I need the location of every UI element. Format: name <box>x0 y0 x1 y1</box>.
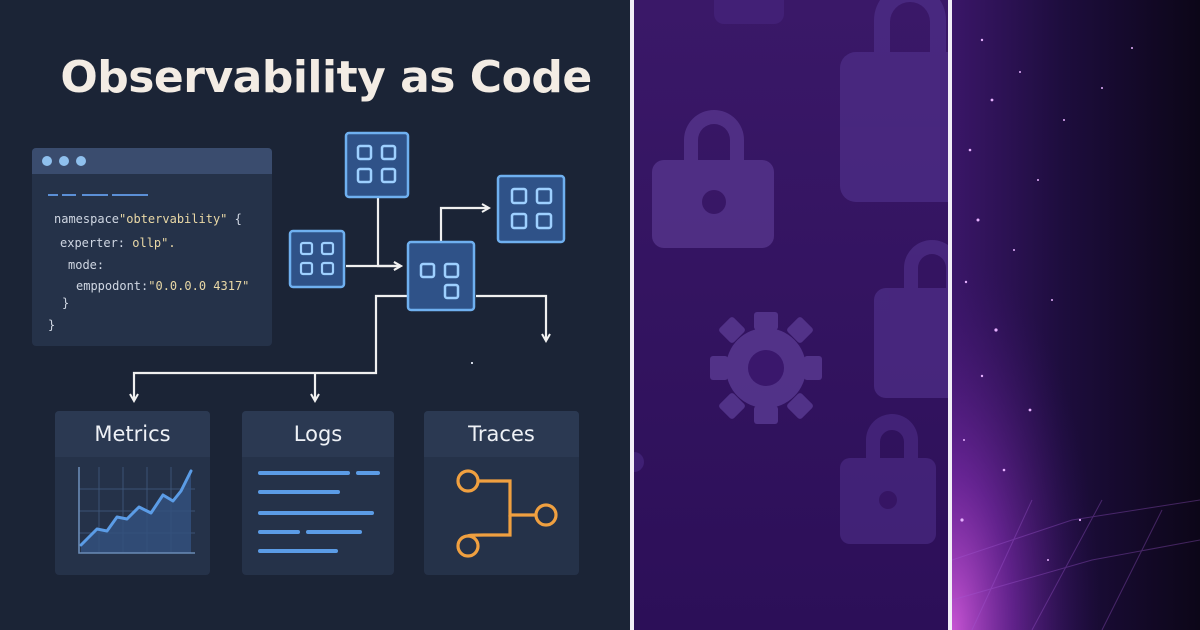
code-line: } <box>62 296 70 310</box>
flow-arrows <box>134 198 546 400</box>
module-icon <box>406 240 476 312</box>
logs-label: Logs <box>293 422 343 446</box>
pipeline-diagram <box>0 131 566 630</box>
lock-icon <box>840 414 936 544</box>
module-icon <box>288 229 346 289</box>
page-title: Observability as Code <box>60 52 592 103</box>
window-dot-icon <box>42 156 52 166</box>
traces-label: Traces <box>468 422 535 446</box>
line-chart-icon <box>78 467 195 554</box>
window-dot-icon <box>76 156 86 166</box>
space-panel <box>952 0 1200 630</box>
gear-icon <box>710 312 822 424</box>
code-line: emppodont:"0.0.0.0 4317" <box>76 279 250 293</box>
panel-divider <box>948 0 952 630</box>
metrics-card: Metrics <box>55 411 210 575</box>
logs-card: Logs <box>242 411 394 575</box>
lock-icon <box>874 240 948 398</box>
lock-icon <box>652 110 774 248</box>
metrics-label: Metrics <box>94 422 171 446</box>
panel-divider <box>630 0 634 630</box>
module-icon <box>344 131 410 199</box>
star-field <box>960 38 1133 561</box>
code-line: experter: ollp". <box>60 236 176 250</box>
code-line: } <box>48 318 56 332</box>
trace-flow-icon <box>456 469 558 558</box>
code-line: namespace"obtervability" { <box>54 212 242 226</box>
code-editor-window: namespace"obtervability" { experter: oll… <box>32 148 272 346</box>
log-lines-icon <box>258 471 380 553</box>
module-icon <box>496 174 566 244</box>
lock-icon <box>840 0 948 202</box>
window-titlebar <box>32 148 272 174</box>
lock-icon <box>714 0 784 24</box>
code-line: mode: <box>68 258 105 272</box>
traces-card: Traces <box>424 411 579 575</box>
observability-panel: Observability as Code namespace"obtervab… <box>0 0 630 630</box>
security-pattern-panel <box>634 0 948 630</box>
window-dot-icon <box>59 156 69 166</box>
